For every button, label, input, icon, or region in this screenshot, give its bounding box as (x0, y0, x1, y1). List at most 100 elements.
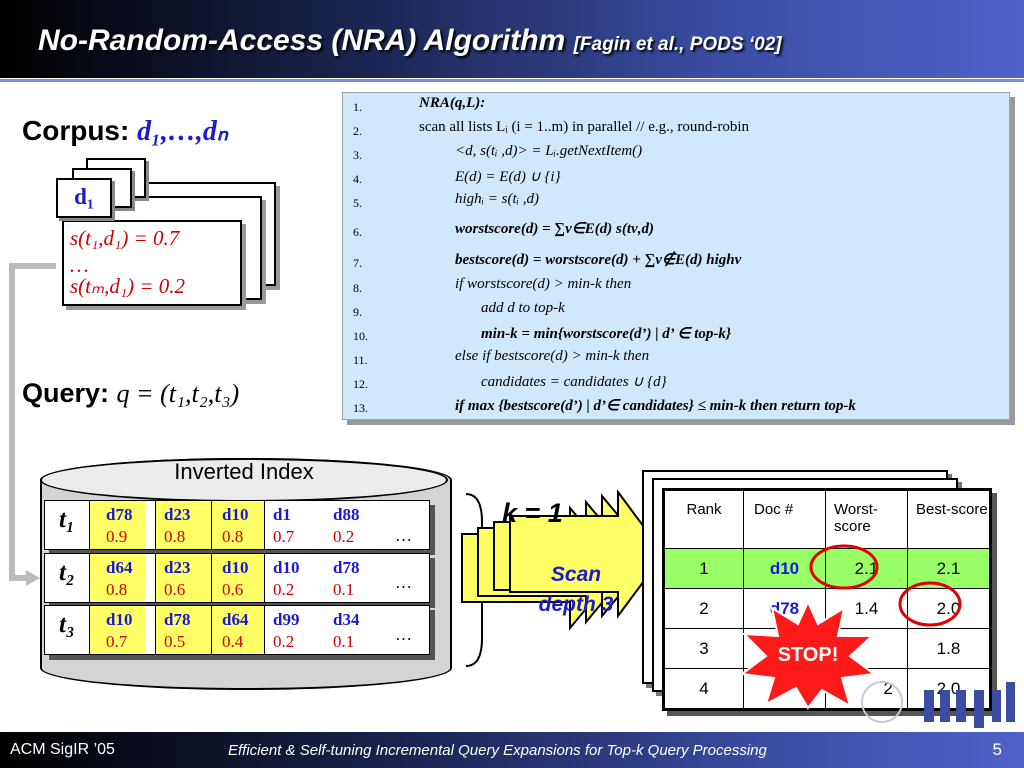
title-bar: No-Random-Access (NRA) Algorithm [Fagin … (0, 0, 1024, 78)
rank-cell: 3 (664, 628, 744, 669)
algo-line-number: 2. (353, 124, 362, 138)
posting-score: 0.8 (222, 527, 244, 546)
algo-line-12: candidates = candidates ∪ {d} (481, 374, 667, 390)
corpus-label: Corpus: d₁,…,dₙ (22, 114, 228, 148)
title-main: No-Random-Access (NRA) Algorithm (38, 24, 566, 57)
algo-line-13: if max {bestscore(d’) | d’∈ candidates} … (455, 398, 856, 414)
posting-score: 0.5 (164, 632, 186, 651)
algo-line-number: 7. (353, 256, 362, 270)
posting-doc: d64 (106, 558, 133, 577)
rank-cell: 4 (664, 668, 744, 709)
term-label: t₂ (59, 559, 75, 586)
algo-line-9: add d to top-k (481, 300, 565, 316)
algo-line-number: 11. (353, 353, 368, 367)
scan-depth-label: Scan depth 3 (512, 560, 640, 620)
inverted-index-title: Inverted Index (174, 459, 314, 484)
stop-burst-icon (740, 600, 876, 710)
algo-line-number: 4. (353, 172, 362, 186)
slide-title: No-Random-Access (NRA) Algorithm [Fagin … (38, 24, 782, 58)
algo-line-number: 1. (353, 100, 362, 114)
doc-score-last: s(tₘ,d₁) = 0.2 (70, 274, 186, 298)
posting-score: 0.9 (106, 527, 128, 546)
footer-bar: ACM SigIR ’05 Efficient & Self-tuning In… (0, 732, 1024, 768)
footer-center: Efficient & Self-tuning Incremental Quer… (228, 742, 767, 759)
doc-tab-label: d₁ (74, 184, 94, 209)
algo-line-1: NRA(q,L): (419, 95, 486, 111)
column-header-rank: Rank (664, 490, 744, 549)
algo-line-6: worstscore(d) = ∑ν∈E(d) s(tν,d) (455, 221, 654, 237)
doc-card: s(t₁,d₁) = 0.7 … s(tₘ,d₁) = 0.2 (62, 220, 242, 306)
k-label: k = 1 (502, 498, 563, 528)
algo-line-7: bestscore(d) = worstscore(d) + ∑ν∉E(d) h… (455, 252, 742, 268)
posting-doc: d99 (273, 610, 300, 629)
posting-doc: d88 (333, 505, 360, 524)
highlight-circle-worst (809, 544, 879, 590)
best-cell: 1.8 (907, 628, 990, 669)
column-header-doc: Doc # (743, 490, 826, 549)
algo-line-number: 5. (353, 196, 362, 210)
posting-score: 0.2 (273, 632, 295, 651)
title-underline (0, 79, 1024, 82)
page-number: 5 (992, 740, 1002, 759)
posting-score: 0.4 (222, 632, 244, 651)
best-cell: 2.1 (907, 548, 990, 589)
table-row: 2 d78 1.4 2.0 (664, 588, 990, 629)
posting-score: 0.2 (273, 580, 295, 599)
scan-label-line2: depth 3 (538, 593, 614, 616)
highlight-circle-best (898, 581, 962, 627)
posting-score: 0.7 (273, 527, 295, 546)
posting-doc: d34 (333, 610, 360, 629)
posting-score: 0.1 (333, 580, 355, 599)
corpus-label-text: Corpus: (22, 115, 130, 146)
title-citation: [Fagin et al., PODS ‘02] (573, 34, 782, 55)
corpus-math: d₁,…,dₙ (137, 116, 229, 147)
algo-line-number: 3. (353, 148, 362, 162)
doc-score-first: s(t₁,d₁) = 0.7 (70, 226, 180, 250)
posting-doc: d78 (164, 610, 191, 629)
posting-score: 0.8 (164, 527, 186, 546)
algo-line-10: min-k = min{worstscore(d’) | d’ ∈ top-k} (481, 326, 732, 342)
list-ellipsis: … (395, 573, 412, 592)
list-ellipsis: … (395, 526, 412, 545)
query-math: q = (t₁,t₂,t₃) (116, 379, 240, 408)
posting-score: 0.1 (333, 632, 355, 651)
posting-score: 0.8 (106, 580, 128, 599)
mpi-logo-icon (861, 681, 1015, 728)
algo-line-number: 8. (353, 281, 362, 295)
posting-doc: d78 (106, 505, 133, 524)
algo-line-number: 13. (353, 401, 368, 415)
algo-line-8: if worstscore(d) > min-k then (455, 276, 632, 292)
posting-score: 0.6 (164, 580, 186, 599)
posting-doc: d78 (333, 558, 360, 577)
query-label: Query: q = (t₁,t₂,t₃) (22, 378, 239, 409)
column-header-best: Best-score (907, 490, 990, 549)
term-label: t₁ (59, 506, 75, 533)
algo-line-3: <d, s(tᵢ ,d)> = Lᵢ.getNextItem() (455, 143, 643, 159)
posting-doc: d10 (106, 610, 133, 629)
posting-score: 0.6 (222, 580, 244, 599)
column-header-worst: Worst-score (825, 490, 908, 549)
posting-doc: d10 (222, 505, 249, 524)
posting-doc: d23 (164, 505, 191, 524)
algo-line-5: highᵢ = s(tᵢ ,d) (455, 191, 540, 207)
posting-score: 0.7 (106, 632, 128, 651)
posting-doc: d1 (273, 505, 291, 524)
algo-line-number: 6. (353, 225, 362, 239)
posting-doc: d10 (273, 558, 300, 577)
algo-line-number: 12. (353, 377, 368, 391)
algorithm-box: 1. NRA(q,L): 2. scan all lists Lᵢ (i = 1… (342, 92, 1010, 420)
